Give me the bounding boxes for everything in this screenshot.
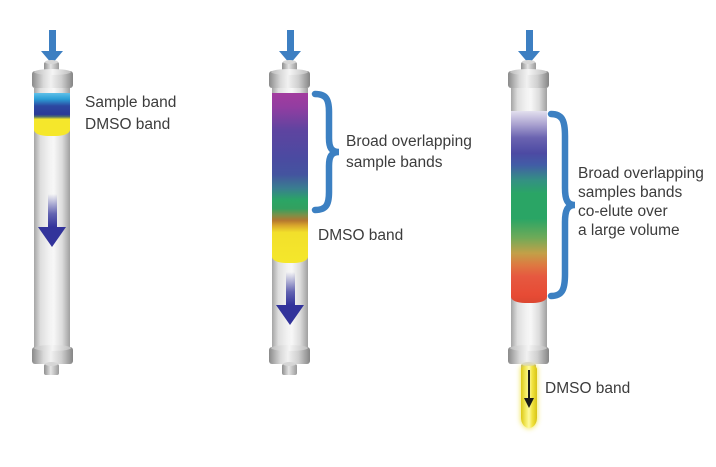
column1-sample-dmso-bands: [34, 93, 70, 136]
column1-bottom-cap: [32, 345, 73, 364]
brace-label-line: co-elute over: [578, 203, 668, 220]
column1-band-labels: Sample band DMSO band: [85, 92, 176, 136]
column2-top-port: [282, 60, 297, 73]
arrow-stem: [525, 30, 533, 51]
column1-body: [34, 88, 70, 348]
arrow-stem: [286, 30, 294, 51]
column2-brace-label: Broad overlapping sample bands: [346, 131, 472, 173]
column2-bottom-port: [282, 362, 297, 375]
brace-label-line: samples bands: [578, 184, 683, 201]
column2-inflow-arrow-icon: [279, 30, 301, 64]
column3-coeluting-bands: [511, 111, 547, 303]
column1-top-port: [44, 60, 59, 73]
column1-bottom-port: [44, 362, 59, 375]
arrow-head: [524, 398, 534, 408]
column2-curly-brace-icon: [311, 90, 340, 214]
column1-inflow-arrow-icon: [41, 30, 63, 64]
column3-body: [511, 88, 547, 348]
column1-top-cap: [32, 69, 73, 88]
column3-top-port: [521, 60, 536, 73]
arrow-head: [38, 227, 66, 247]
brace-label-line: Broad overlapping: [578, 165, 704, 182]
dmso-band-label: DMSO band: [85, 116, 171, 133]
column3-top-cap: [508, 69, 549, 88]
column2-overlapping-bands: [272, 93, 308, 263]
arrow-stem: [47, 194, 57, 227]
column3-dmso-band-label: DMSO band: [545, 380, 631, 397]
column3-drip-arrow-icon: [524, 370, 534, 408]
arrow-stem: [48, 30, 56, 51]
column1-flow-arrow-icon: [38, 194, 66, 247]
arrow-head: [276, 305, 304, 325]
column3-curly-brace-icon: [547, 110, 576, 300]
column2-flow-arrow-icon: [276, 272, 304, 325]
column2-body: [272, 88, 308, 348]
arrow-stem: [285, 272, 295, 305]
column3-brace-label: Broad overlapping samples bands co-elute…: [578, 164, 704, 240]
column3-dmso-outflow-stream: [521, 366, 537, 428]
brace-label-line: Broad overlapping: [346, 133, 472, 150]
column2-bottom-cap: [269, 345, 310, 364]
arrow-stem: [528, 370, 530, 398]
column3-bottom-cap: [508, 345, 549, 364]
brace-label-line: a large volume: [578, 222, 680, 239]
column2-top-cap: [269, 69, 310, 88]
sample-band-label: Sample band: [85, 94, 177, 111]
column2-dmso-band-label: DMSO band: [318, 227, 404, 244]
brace-label-line: sample bands: [346, 154, 443, 171]
column3-inflow-arrow-icon: [518, 30, 540, 64]
